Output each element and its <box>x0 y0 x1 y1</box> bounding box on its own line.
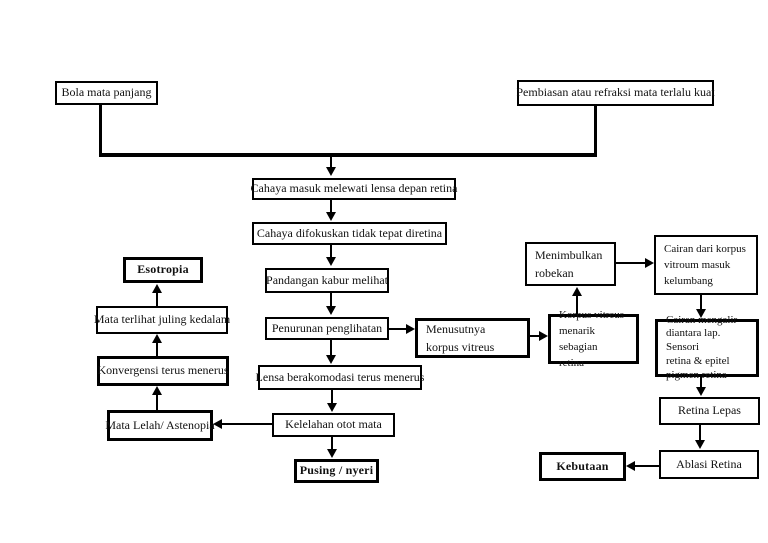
arrow-merge-to-cahaya-masuk-head <box>326 167 336 176</box>
node-text-line: korpus vitreus <box>426 340 495 354</box>
node-mata-juling: Mata terlihat juling kedalam <box>94 306 230 334</box>
arrow-pandangan-to-penurunan-line <box>330 293 332 307</box>
arrow-kelelahan-to-mata-lelah-line <box>221 423 272 425</box>
arrow-ablasi-to-kebutaan-head <box>626 461 635 471</box>
arrow-merge-to-cahaya-masuk-line <box>330 157 332 168</box>
arrow-ablasi-to-kebutaan-line <box>634 465 659 467</box>
node-korpus-menarik: Korpus vitreus menarik sebagian retina <box>548 309 639 369</box>
arrow-penurunan-to-menusutnya-head <box>406 324 415 334</box>
arrow-cairan-dari-to-mengalir-line <box>700 295 702 309</box>
arrow-retina-lepas-to-ablasi-line <box>699 425 701 440</box>
arrow-mata-lelah-to-konvergensi-line <box>156 394 158 410</box>
node-cairan-dari: Cairan dari korpus vitroum masuk kelumba… <box>654 235 758 295</box>
node-cahaya-masuk: Cahaya masuk melewati lensa depan retina <box>251 178 457 200</box>
arrow-korpus-to-menimbulkan-head <box>572 287 582 296</box>
arrow-cahaya-masuk-to-difokuskan-head <box>326 212 336 221</box>
node-menimbulkan: Menimbulkan robekan <box>525 242 616 286</box>
arrow-difokuskan-to-pandangan-line <box>330 245 332 258</box>
node-pusing-nyeri: Pusing / nyeri <box>294 459 379 483</box>
node-text-line: retina <box>559 357 585 369</box>
arrow-mata-lelah-to-konvergensi-head <box>152 386 162 395</box>
node-cairan-mengalir-text: Cairan mengalir diantara lap. Sensori re… <box>666 314 752 383</box>
arrow-cairan-dari-to-mengalir-head <box>696 309 706 318</box>
node-kelelahan-otot-mata: Kelelahan otot mata <box>272 413 395 437</box>
node-cairan-mengalir: Cairan mengalir diantara lap. Sensori re… <box>655 314 759 381</box>
node-text-line: kelumbang <box>664 275 713 287</box>
arrow-retina-lepas-to-ablasi-head <box>695 440 705 449</box>
node-kebutaan: Kebutaan <box>539 452 626 481</box>
node-pembiasan: Pembiasan atau refraksi mata terlalu kua… <box>516 80 715 106</box>
node-text-line: retina & epitel <box>666 354 730 367</box>
node-text-line: menarik sebagian <box>559 325 598 353</box>
node-mata-lelah: Mata Lelah/ Astenopia <box>105 410 215 441</box>
arrow-kelelahan-to-pusing-line <box>331 437 333 449</box>
node-text-line: vitroum masuk <box>664 259 731 271</box>
connector-bola-drop-line <box>99 105 102 155</box>
arrow-konvergensi-to-juling-line <box>156 342 158 356</box>
node-text-line: robekan <box>535 266 574 280</box>
arrow-korpus-to-menimbulkan-line <box>576 295 578 314</box>
node-text-line: Menusutnya <box>426 322 486 336</box>
arrow-menimbulkan-to-cairan-line <box>616 262 646 264</box>
node-ablasi-retina: Ablasi Retina <box>659 450 759 479</box>
node-konvergensi: Konvergensi terus menerus <box>97 356 229 386</box>
node-menusutnya-text: Menusutnya korpus vitreus <box>426 320 494 356</box>
arrow-lensa-to-kelelahan-head <box>327 403 337 412</box>
arrow-mengalir-to-retina-lepas-line <box>700 377 702 388</box>
node-text-line: Korpus vitreus <box>559 309 625 321</box>
arrow-cahaya-masuk-to-difokuskan-line <box>330 200 332 212</box>
node-pandangan-kabur: Pandangan kabur melihat <box>265 268 389 293</box>
node-esotropia: Esotropia <box>123 257 203 283</box>
arrow-lensa-to-kelelahan-line <box>331 390 333 403</box>
arrow-penurunan-to-menusutnya-line <box>389 328 407 330</box>
node-penurunan-penglihatan: Penurunan penglihatan <box>265 317 389 340</box>
node-text-line: diantara lap. Sensori <box>666 327 721 354</box>
node-cairan-dari-text: Cairan dari korpus vitroum masuk kelumba… <box>664 241 746 289</box>
node-retina-lepas: Retina Lepas <box>659 397 760 425</box>
arrow-difokuskan-to-pandangan-head <box>326 257 336 266</box>
arrow-menimbulkan-to-cairan-head <box>645 258 654 268</box>
arrow-konvergensi-to-juling-head <box>152 334 162 343</box>
connector-pembiasan-drop-line <box>594 106 597 155</box>
node-cahaya-difokuskan: Cahaya difokuskan tidak tepat diretina <box>252 222 447 245</box>
node-text-line: Cairan dari korpus <box>664 243 746 255</box>
node-korpus-menarik-text: Korpus vitreus menarik sebagian retina <box>559 307 632 371</box>
arrow-mengalir-to-retina-lepas-head <box>696 387 706 396</box>
arrow-kelelahan-to-mata-lelah-head <box>213 419 222 429</box>
node-text-line: Menimbulkan <box>535 248 603 262</box>
node-lensa-berakomodasi: Lensa berakomodasi terus menerus <box>256 365 424 390</box>
arrow-menusutnya-to-korpus-line <box>530 335 540 337</box>
arrow-juling-to-esotropia-head <box>152 284 162 293</box>
arrow-penurunan-to-lensa-line <box>330 340 332 355</box>
node-bola-mata-panjang: Bola mata panjang <box>55 81 158 105</box>
connector-merge-horizontal-line <box>99 153 597 157</box>
arrow-menusutnya-to-korpus-head <box>539 331 548 341</box>
arrow-kelelahan-to-pusing-head <box>327 449 337 458</box>
arrow-penurunan-to-lensa-head <box>326 355 336 364</box>
node-text-line: Cairan mengalir <box>666 313 738 326</box>
node-menusutnya: Menusutnya korpus vitreus <box>415 318 530 358</box>
node-menimbulkan-text: Menimbulkan robekan <box>535 246 602 282</box>
arrow-pandangan-to-penurunan-head <box>326 306 336 315</box>
node-text-line: pigmen retina <box>666 368 727 381</box>
arrow-juling-to-esotropia-line <box>156 292 158 306</box>
